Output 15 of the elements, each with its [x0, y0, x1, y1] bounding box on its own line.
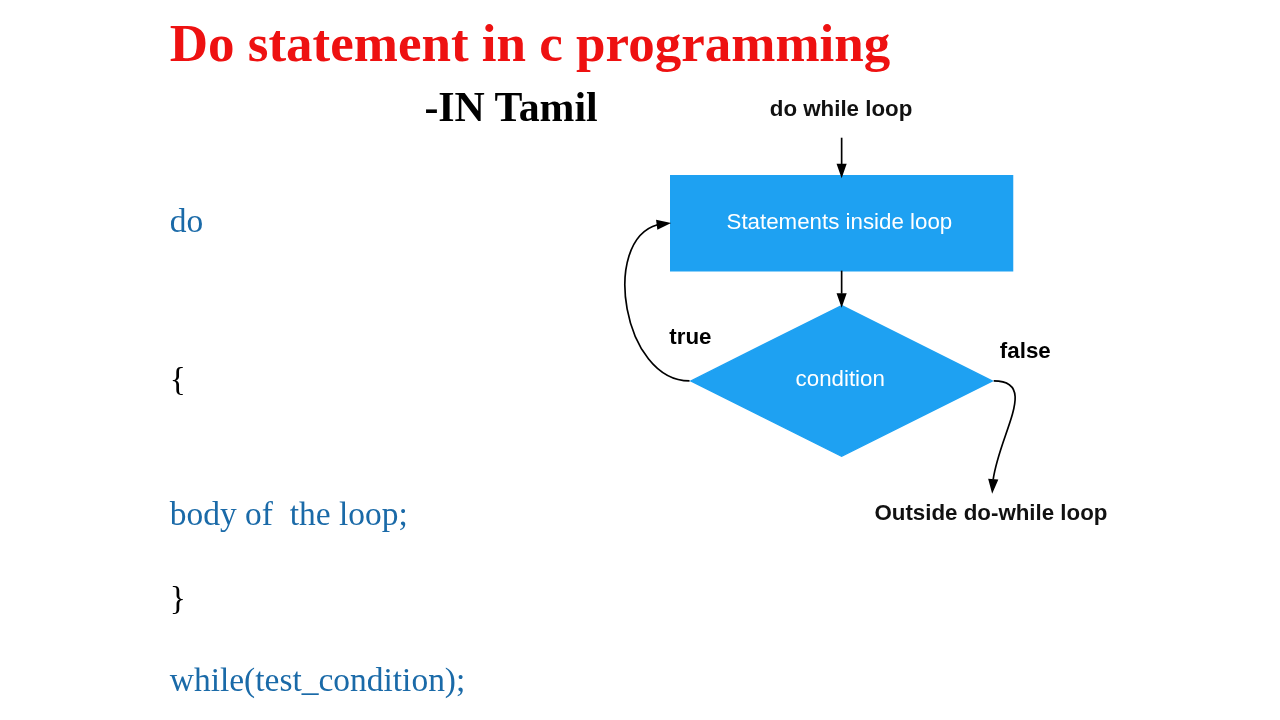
arrow — [836, 269, 847, 308]
diagram-title: Do statement in c programming — [169, 13, 891, 72]
label: } — [169, 578, 186, 616]
arrow — [836, 136, 847, 179]
label: { — [169, 359, 186, 397]
node-text: do while loop — [769, 96, 913, 122]
node-box: Statements inside loop — [670, 175, 1014, 272]
edge-label: false — [999, 337, 1051, 363]
label: body of the loop; — [169, 494, 408, 532]
node-text: Outside do-while loop — [874, 500, 1108, 526]
label: -IN Tamil — [424, 84, 598, 131]
arrow — [624, 219, 691, 382]
arrow — [988, 380, 1016, 494]
label: while(test_condition); — [169, 660, 466, 698]
label: do — [169, 201, 204, 239]
